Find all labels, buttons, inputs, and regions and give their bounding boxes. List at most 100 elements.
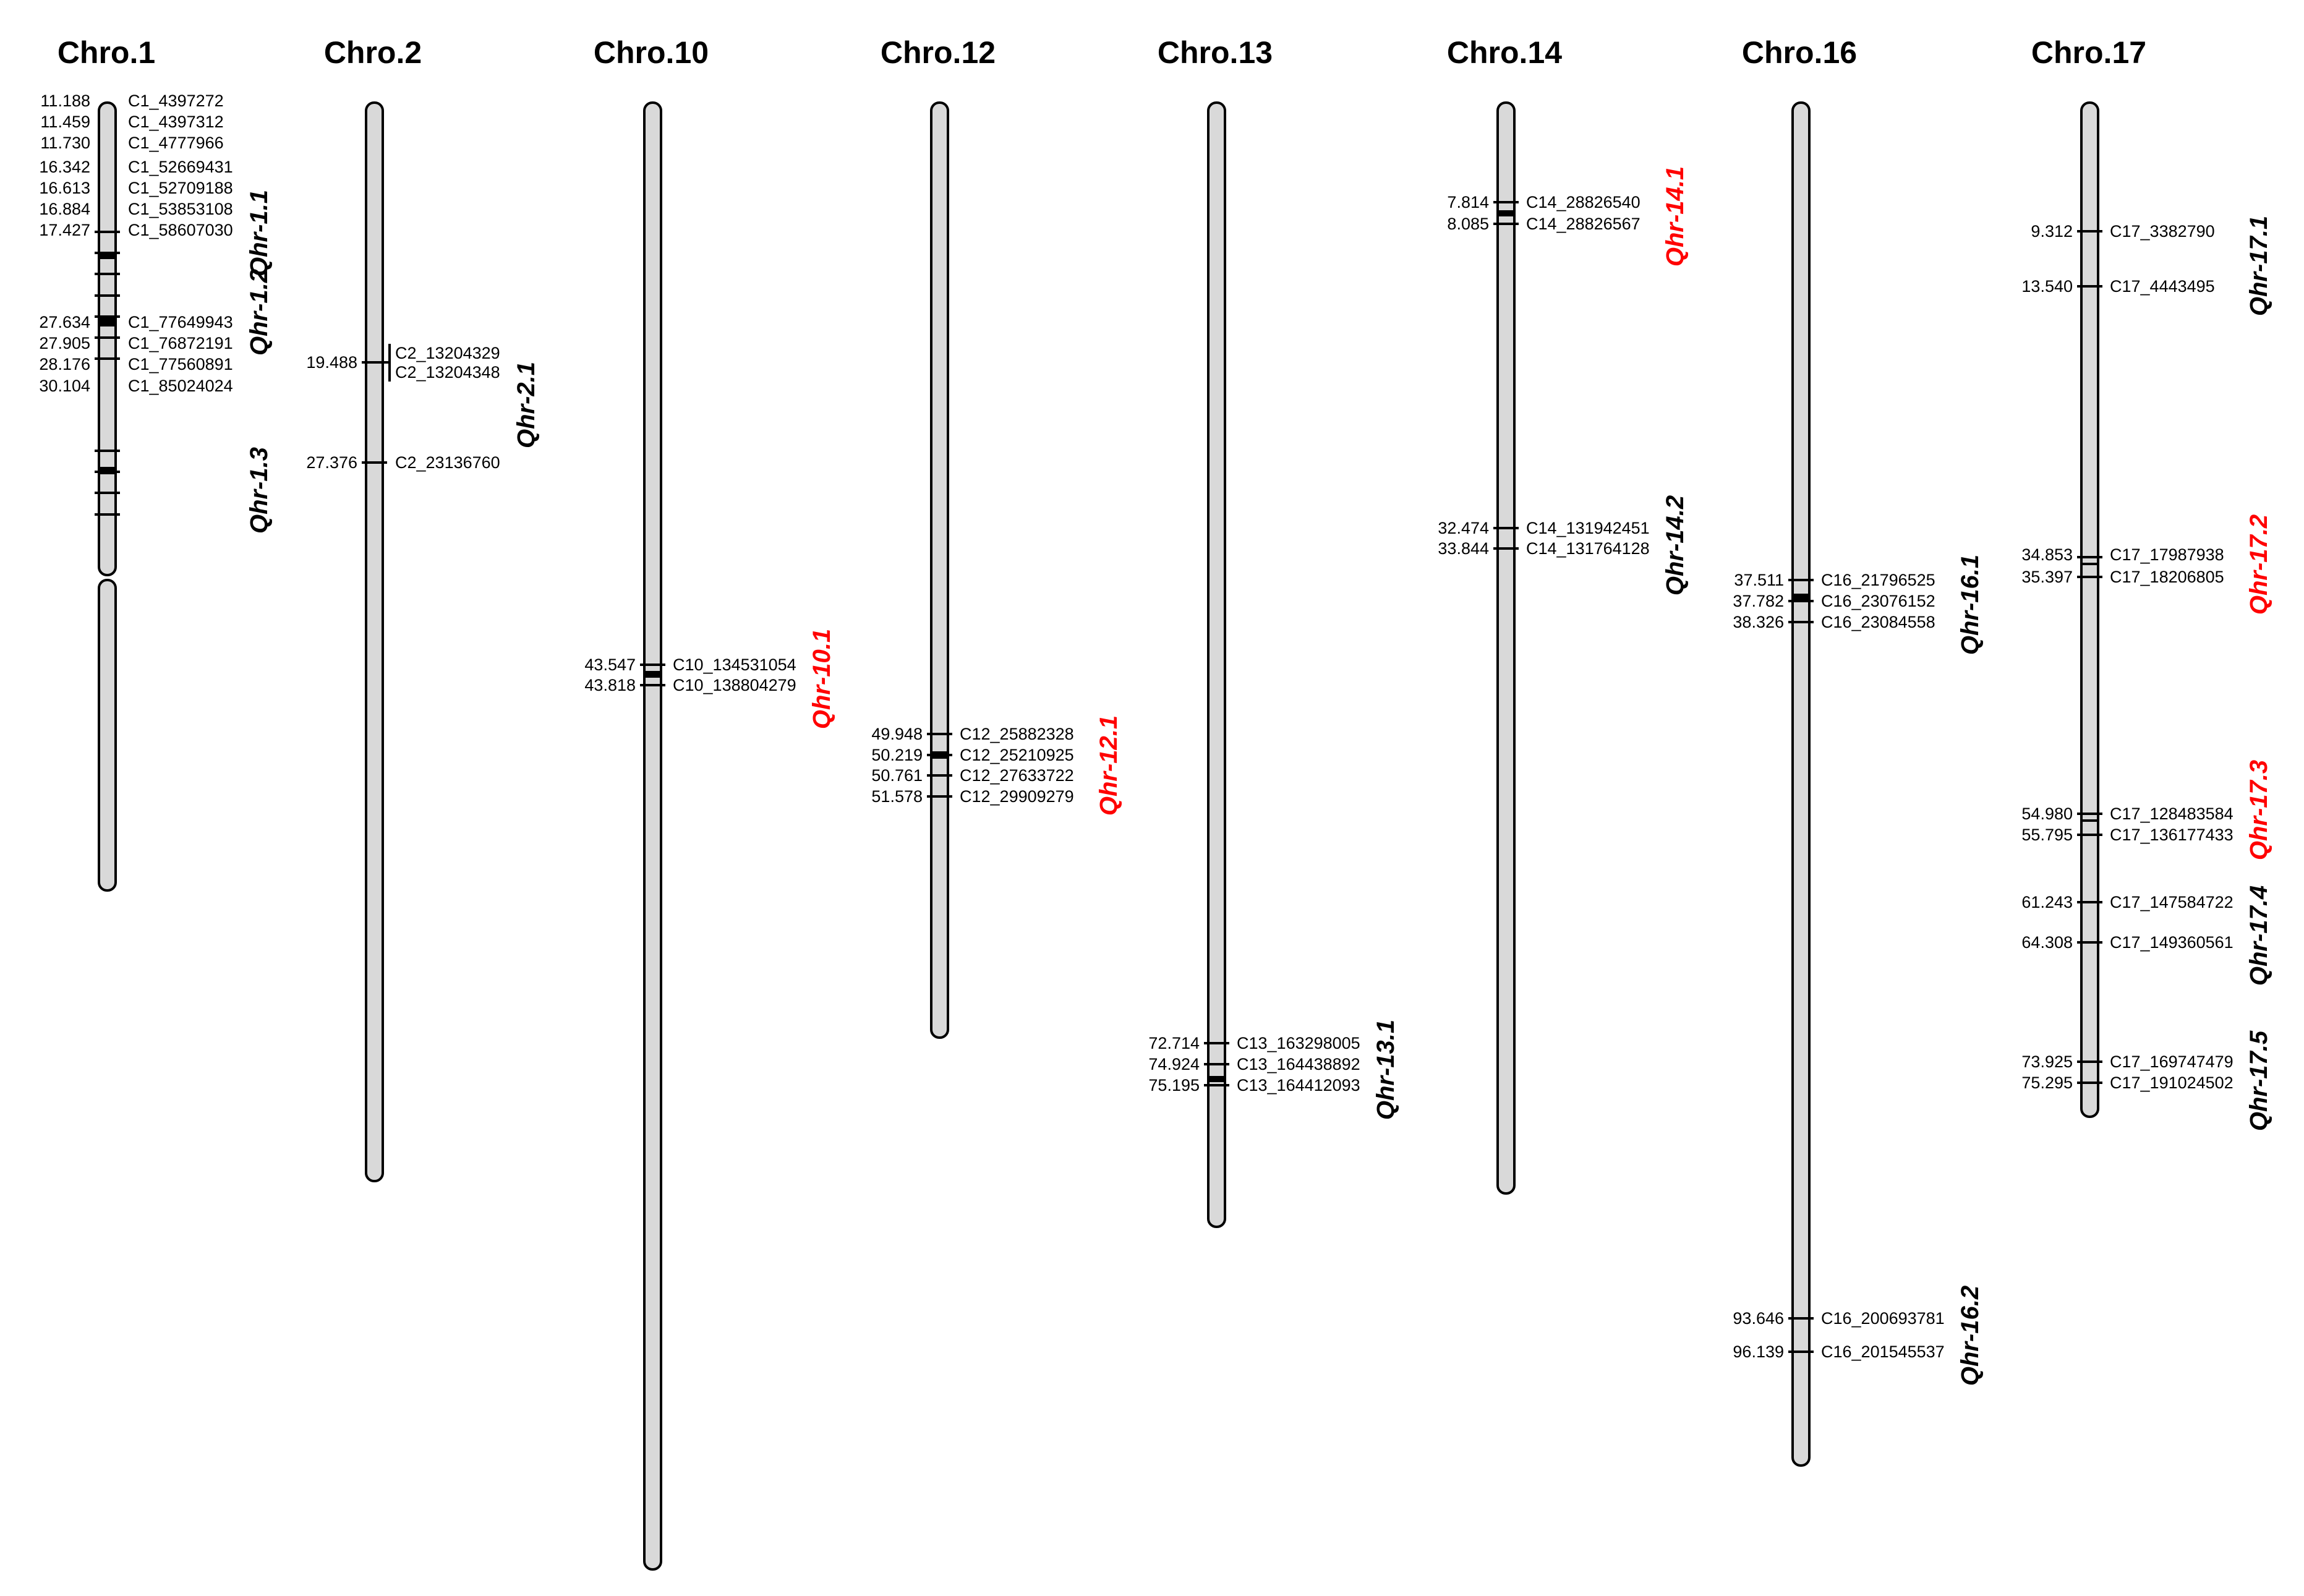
- marker-name: C1_77560891: [128, 355, 233, 373]
- chromosome-title: Chro.2: [324, 35, 422, 70]
- qtl-label: Qhr-13.1: [1372, 1020, 1399, 1120]
- qtl-label: Qhr-1.2: [245, 269, 273, 356]
- marker-position: 54.980: [2021, 804, 2073, 823]
- chromosome-12: Chro.12 49.948 C12_25882328 50.219 C12_2521…: [871, 35, 1122, 1039]
- marker-position: 16.613: [39, 179, 90, 197]
- marker-position: 27.905: [39, 334, 90, 352]
- marker-position: 55.795: [2021, 826, 2073, 844]
- marker-name: C17_128483584: [2110, 804, 2234, 823]
- marker-name: C1_52709188: [128, 179, 233, 197]
- marker-name: C17_4443495: [2110, 277, 2215, 296]
- marker-name: C10_138804279: [673, 676, 796, 694]
- chromosome-title: Chro.17: [2031, 35, 2146, 70]
- marker-name: C2_13204329: [395, 344, 500, 362]
- qtl-label: Qhr-14.2: [1662, 495, 1689, 595]
- qtl-label: Qhr-17.3: [2245, 760, 2272, 860]
- marker-position: 9.312: [2031, 222, 2073, 241]
- marker-position: 28.176: [39, 355, 90, 373]
- marker-name: C13_164438892: [1237, 1055, 1360, 1073]
- chromosome-title: Chro.13: [1158, 35, 1273, 70]
- marker-block: [99, 317, 116, 326]
- marker-name: C1_53853108: [128, 200, 233, 218]
- marker-name: C12_25210925: [960, 746, 1074, 764]
- marker-name: C16_23076152: [1821, 592, 1935, 610]
- marker-name: C14_131942451: [1526, 519, 1650, 537]
- marker-position: 8.085: [1447, 215, 1489, 233]
- marker-name: C12_29909279: [960, 787, 1074, 806]
- marker-name: C1_52669431: [128, 158, 233, 176]
- marker-position: 72.714: [1148, 1034, 1200, 1052]
- marker-block: [99, 467, 116, 474]
- marker-position: 19.488: [306, 353, 357, 372]
- marker-position: 34.853: [2021, 545, 2073, 564]
- marker-position: 49.948: [871, 725, 923, 743]
- qtl-label: Qhr-16.1: [1956, 555, 1984, 655]
- marker-position: 32.474: [1438, 519, 1489, 537]
- chromosome-bar-lower: [98, 579, 117, 892]
- marker-name: C16_23084558: [1821, 613, 1935, 631]
- marker-name: C17_3382790: [2110, 222, 2215, 241]
- marker-position: 11.188: [40, 92, 90, 110]
- marker-position: 30.104: [39, 377, 90, 395]
- marker-name: C14_28826540: [1526, 193, 1641, 211]
- chromosome-bar: [2080, 101, 2099, 1118]
- marker-position: 33.844: [1438, 539, 1489, 558]
- marker-position: 61.243: [2021, 893, 2073, 911]
- marker-name: C17_136177433: [2110, 826, 2234, 844]
- qtl-label: Qhr-1.3: [245, 447, 273, 534]
- marker-block: [644, 671, 661, 678]
- marker-position: 51.578: [871, 787, 923, 806]
- marker-name: C1_4397272: [128, 92, 224, 110]
- marker-name: C13_164412093: [1237, 1076, 1360, 1095]
- marker-position: 50.219: [871, 746, 923, 764]
- marker-name: C2_23136760: [395, 453, 500, 472]
- marker-name: C17_17987938: [2110, 545, 2224, 564]
- marker-position: 16.884: [39, 200, 90, 218]
- chromosome-bar: [643, 101, 662, 1571]
- marker-name: C16_21796525: [1821, 571, 1935, 589]
- marker-name: C17_169747479: [2110, 1052, 2234, 1071]
- marker-block: [931, 751, 948, 759]
- chromosome-title: Chro.12: [881, 35, 996, 70]
- marker-position: 75.195: [1148, 1076, 1200, 1095]
- marker-name: C17_147584722: [2110, 893, 2234, 911]
- marker-name: C1_85024024: [128, 377, 233, 395]
- marker-position: 11.459: [40, 113, 90, 131]
- qtl-label: Qhr-2.1: [513, 362, 540, 448]
- qtl-label: Qhr-12.1: [1095, 715, 1122, 816]
- marker-position: 75.295: [2021, 1073, 2073, 1092]
- marker-name: C1_4777966: [128, 134, 224, 152]
- marker-name: C16_201545537: [1821, 1342, 1945, 1361]
- marker-name: C12_27633722: [960, 766, 1074, 785]
- marker-position: 7.814: [1447, 193, 1489, 211]
- marker-name: C2_13204348: [395, 363, 500, 382]
- qtl-label: Qhr-16.2: [1956, 1286, 1984, 1386]
- marker-name: C12_25882328: [960, 725, 1074, 743]
- marker-block: [1498, 210, 1514, 216]
- marker-name: C17_191024502: [2110, 1073, 2234, 1092]
- marker-position: 13.540: [2021, 277, 2073, 296]
- marker-position: 37.511: [1734, 571, 1784, 589]
- marker-name: C1_76872191: [128, 334, 233, 352]
- chromosome-title: Chro.1: [58, 35, 155, 70]
- marker-name: C1_77649943: [128, 313, 233, 331]
- marker-position: 17.427: [39, 221, 90, 239]
- qtl-label: Qhr-17.4: [2245, 885, 2272, 986]
- marker-position: 74.924: [1148, 1055, 1200, 1073]
- marker-position: 93.646: [1733, 1309, 1784, 1328]
- qtl-label: Qhr-17.5: [2245, 1030, 2272, 1131]
- marker-block: [1793, 594, 1809, 600]
- chromosome-17: Chro.17 9.312 C17_3382790 13.540 C17_444349…: [2021, 35, 2272, 1131]
- qtl-label: Qhr-1.1: [245, 190, 273, 276]
- marker-name: C1_4397312: [128, 113, 224, 131]
- marker-name: C14_131764128: [1526, 539, 1650, 558]
- qtl-label: Qhr-17.1: [2245, 216, 2272, 316]
- marker-position: 38.326: [1733, 613, 1784, 631]
- marker-position: 27.376: [306, 453, 357, 472]
